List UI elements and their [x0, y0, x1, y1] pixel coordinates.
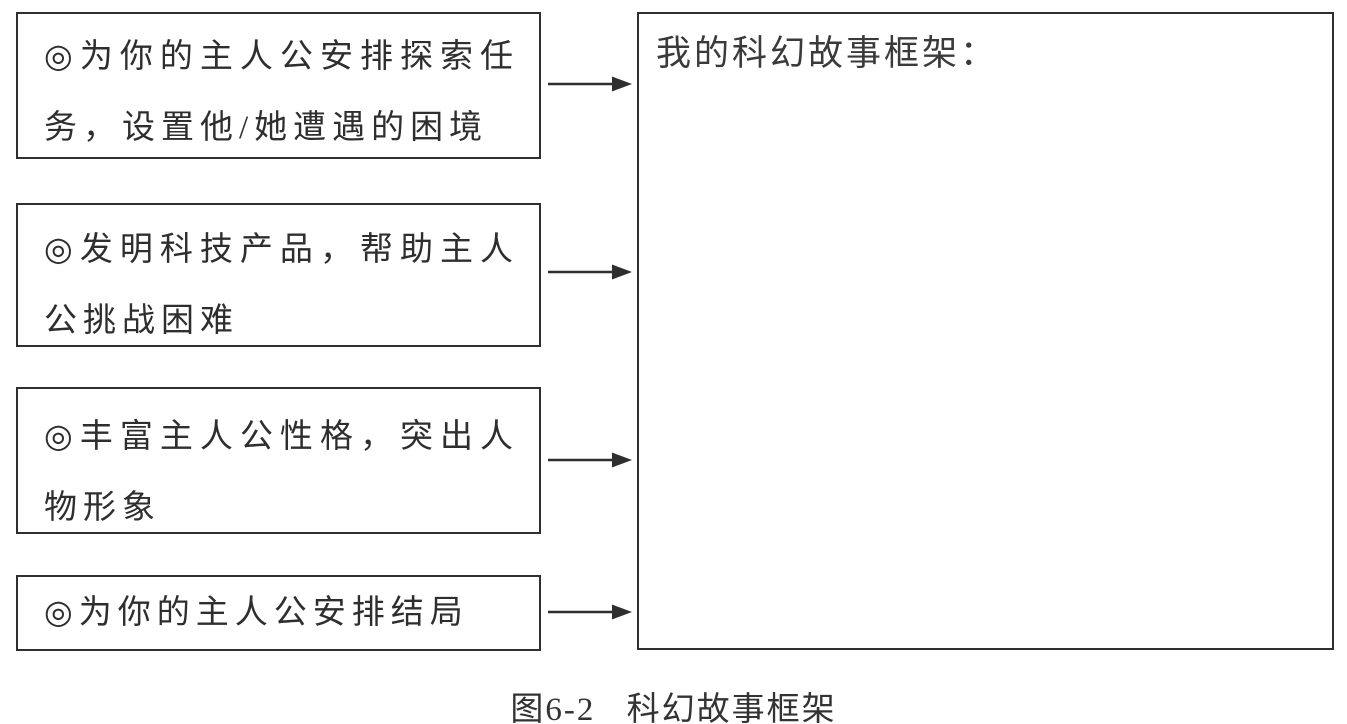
double-circle-bullet-icon: ◎	[44, 39, 80, 75]
arrow-right-icon	[548, 604, 632, 620]
step-box-invent-product: ◎发明科技产品，帮助主人公挑战困难	[16, 203, 541, 347]
step-box-arrange-ending: ◎为你的主人公安排结局	[16, 575, 541, 651]
double-circle-bullet-icon: ◎	[44, 232, 80, 268]
figure-caption: 图6-2 科幻故事框架	[0, 682, 1347, 724]
step-label: 为你的主人公安排探索任务，设置他/她遭遇的困境	[44, 39, 520, 146]
step-text: ◎为你的主人公安排结局	[44, 578, 519, 649]
figure-caption-title: 科幻故事框架	[626, 692, 837, 724]
step-text: ◎发明科技产品，帮助主人公挑战困难	[44, 215, 519, 357]
step-box-enrich-character: ◎丰富主人公性格，突出人物形象	[16, 387, 541, 534]
arrow-right-icon	[548, 452, 632, 468]
double-circle-bullet-icon: ◎	[44, 419, 80, 455]
double-circle-bullet-icon: ◎	[44, 595, 79, 631]
step-text: ◎丰富主人公性格，突出人物形象	[44, 402, 519, 544]
arrow-right-icon	[548, 76, 632, 92]
step-label: 丰富主人公性格，突出人物形象	[44, 419, 520, 526]
step-text: ◎为你的主人公安排探索任务，设置他/她遭遇的困境	[44, 22, 519, 164]
framework-box-title: 我的科幻故事框架：	[656, 34, 999, 73]
arrow-right-icon	[548, 264, 632, 280]
framework-answer-box: 我的科幻故事框架：	[637, 12, 1334, 650]
step-label: 发明科技产品，帮助主人公挑战困难	[44, 232, 520, 339]
step-label: 为你的主人公安排结局	[78, 595, 469, 631]
figure-caption-number: 图6-2	[510, 692, 596, 724]
step-box-explore-task: ◎为你的主人公安排探索任务，设置他/她遭遇的困境	[16, 12, 541, 159]
